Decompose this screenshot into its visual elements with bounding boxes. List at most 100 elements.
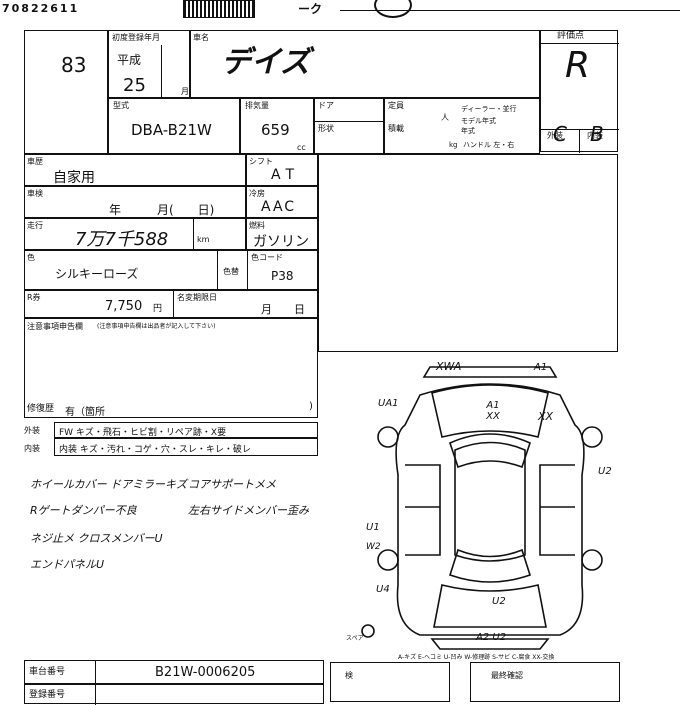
chassis-number-label: 車台番号	[29, 667, 66, 677]
footer-right-box-2: 最終確認	[470, 662, 620, 702]
displacement-unit: cc	[297, 143, 306, 152]
interior-check-box: 内装 キズ・汚れ・コゲ・穴・スレ・キレ・破レ	[54, 438, 318, 456]
car-diagram	[361, 366, 603, 650]
grade-value: R	[565, 45, 591, 86]
mileage-box: 走行 7万7千588 km	[24, 218, 246, 251]
grade-divider	[579, 129, 580, 153]
registration-year: 25	[123, 75, 146, 96]
spare-tire	[361, 624, 375, 638]
top-circle	[374, 0, 412, 18]
usage-value: 自家用	[53, 170, 95, 186]
roof-outline	[454, 441, 526, 562]
front-bumper	[422, 366, 558, 378]
left-doors	[405, 464, 441, 556]
exterior-grade: C	[553, 122, 567, 146]
recycle-unit: 円	[153, 304, 163, 314]
fuel-label: 燃料	[249, 221, 265, 230]
inspection-mark-label: 検	[345, 671, 353, 680]
model-name-box: 車名 デイズ	[190, 30, 540, 98]
chassis-box: 型式 DBA-B21W	[108, 98, 240, 154]
color-code-label: 色コード	[251, 253, 283, 262]
wheel-front-left	[377, 426, 399, 448]
registration-divider	[161, 45, 162, 99]
fuel-value: ガソリン	[253, 234, 309, 250]
registration-label: 初度登録年月	[112, 33, 160, 42]
door-box: ドア 形状	[314, 98, 385, 154]
mark-top-right: A1	[534, 362, 548, 373]
inspector-note-3: ネジ止メ クロスメンバーU	[30, 532, 163, 545]
mileage-divider	[193, 219, 194, 251]
recycle-date-text: 月 日	[261, 303, 305, 316]
mileage-label: 走行	[27, 221, 43, 230]
mark-rear: U2	[492, 596, 506, 607]
footer-divider-1	[95, 661, 96, 685]
header-strip: 70822611 ーク	[0, 0, 700, 24]
seating-box: 定員 ディーラー・並行 人 モデル年式 積載 年式 kg ハンドル 左・右	[384, 98, 540, 154]
mark-right-side: U2	[598, 466, 612, 477]
transmission-label: シフト	[249, 157, 273, 166]
grade-box: 評価点 R 外装 内装	[540, 30, 619, 153]
repair-label: 修復歴	[27, 404, 55, 414]
exterior-grade-label: 外装	[547, 131, 563, 140]
year-unit: 年式	[461, 127, 475, 135]
mileage-value: 7万7千588	[75, 229, 169, 250]
exterior-check-items: FW キズ・飛石・ヒビ割・リペア跡・X要	[59, 428, 227, 438]
interior-grade-label: 内装	[587, 131, 603, 140]
notes-sub: (注意事項申告欄は出品者が記入して下さい)	[97, 323, 216, 330]
loading-unit: kg	[449, 141, 458, 149]
model-name-value: デイズ	[221, 45, 311, 80]
inspector-note-right-2: 左右サイドメンバー歪み	[188, 504, 309, 517]
color-dept-label: 積載	[388, 124, 404, 133]
color-divider-1	[217, 251, 218, 291]
model-year-text: モデル年式	[461, 117, 496, 125]
transmission-value: AT	[271, 167, 301, 183]
inspection-text: 年 月( 日)	[109, 203, 215, 217]
color-code: P38	[271, 269, 294, 283]
recycle-value: 7,750	[105, 299, 143, 314]
displacement-value: 659	[261, 121, 290, 139]
shape-label: 形状	[318, 124, 334, 133]
inspector-note-4: エンドパネルU	[30, 558, 105, 571]
footer-registration-box: 登録番号	[24, 684, 324, 705]
inspector-note-2: Rゲートダンパー不良	[30, 504, 137, 517]
registration-box: 初度登録年月 平成 25 月	[108, 30, 190, 99]
door-label: ドア	[318, 101, 334, 110]
grade-label: 評価点	[557, 31, 585, 41]
dealer-text: ディーラー・並行	[461, 105, 517, 113]
mark-bottom: A2 U2	[476, 632, 507, 643]
mark-front-left: UA1	[378, 398, 399, 409]
rear-bumper	[430, 638, 550, 650]
legend: A-キズ E-ヘコミ U-凹み W-修理跡 S-サビ C-腐食 XX-交換	[398, 654, 555, 661]
wheel-front-right	[581, 426, 603, 448]
mark-left-rear: U4	[376, 584, 390, 595]
fuel-box: 燃料 ガソリン	[246, 218, 318, 250]
footer-divider-2	[95, 685, 96, 705]
rear-window	[449, 548, 531, 583]
interior-check-label: 内装	[24, 444, 40, 453]
color-divider-2	[247, 251, 248, 291]
mark-top: XWA	[436, 360, 462, 373]
chassis-value: DBA-B21W	[131, 121, 212, 139]
model-name-label: 車名	[193, 33, 209, 42]
registration-month-unit: 月	[181, 87, 189, 96]
exterior-check-label: 外装	[24, 426, 40, 435]
ac-label: 冷房	[249, 189, 265, 198]
interior-check-items: 内装 キズ・汚れ・コゲ・穴・スレ・キレ・破レ	[59, 445, 251, 455]
displacement-label: 排気量	[245, 101, 269, 110]
final-check-label: 最終確認	[491, 671, 523, 680]
top-stamp	[183, 0, 255, 18]
mark-spare: スペア	[346, 635, 364, 642]
check-rows: 外装 FW キズ・飛石・ヒビ割・リペア跡・X要 内装 内装 キズ・汚れ・コゲ・穴…	[24, 422, 318, 456]
color-value: シルキーローズ	[55, 267, 139, 281]
top-code: 70822611	[2, 2, 80, 15]
door-rule	[315, 121, 385, 122]
exterior-check-box: FW キズ・飛石・ヒビ割・リペア跡・X要	[54, 422, 318, 438]
handle-text: ハンドル 左・右	[463, 141, 515, 149]
grade-rule-1	[541, 43, 619, 44]
displacement-box: 排気量 659 cc	[240, 98, 314, 154]
chassis-number: B21W-0006205	[155, 665, 256, 680]
lot-number: 83	[61, 53, 87, 77]
wheel-rear-right	[581, 549, 603, 571]
windshield	[449, 433, 531, 469]
recycle-label: R券	[27, 293, 41, 302]
